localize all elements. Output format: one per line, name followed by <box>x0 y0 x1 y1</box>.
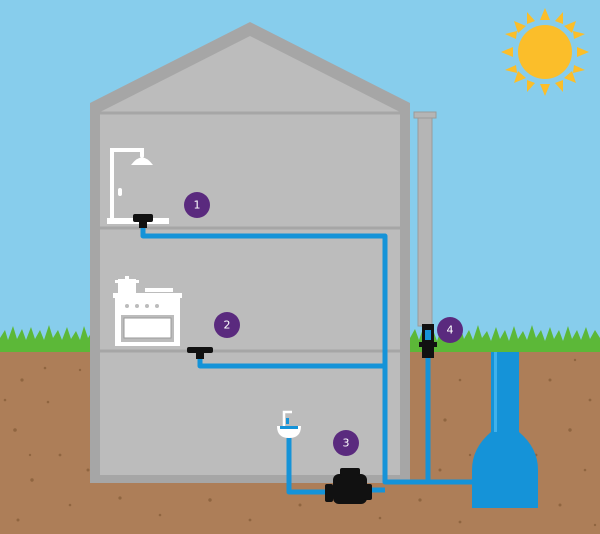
grass-right <box>410 325 600 352</box>
marker-2: 2 <box>214 312 240 338</box>
valve-icon <box>419 324 437 358</box>
marker-label: 4 <box>447 324 454 337</box>
marker-label: 1 <box>194 199 201 212</box>
grass <box>0 325 100 352</box>
marker-label: 3 <box>343 437 350 450</box>
marker-3: 3 <box>333 430 359 456</box>
sink-icon <box>277 410 301 438</box>
shower-icon <box>110 148 144 220</box>
drain-icon <box>187 347 213 353</box>
marker-4: 4 <box>437 317 463 343</box>
soil-texture <box>3 358 597 527</box>
pump-icon <box>325 468 372 504</box>
downpipe-top <box>413 111 437 119</box>
sun-icon <box>501 8 589 96</box>
downpipe <box>417 115 433 327</box>
stove-icon <box>113 276 182 346</box>
house-interior <box>100 36 400 475</box>
drain-stem <box>196 353 204 359</box>
tank-icon <box>472 352 538 508</box>
marker-label: 2 <box>224 319 231 332</box>
shower-head <box>131 157 153 165</box>
drain-icon <box>133 214 153 222</box>
marker-1: 1 <box>184 192 210 218</box>
drain-stem <box>139 222 147 228</box>
drain-pipes <box>140 224 478 495</box>
